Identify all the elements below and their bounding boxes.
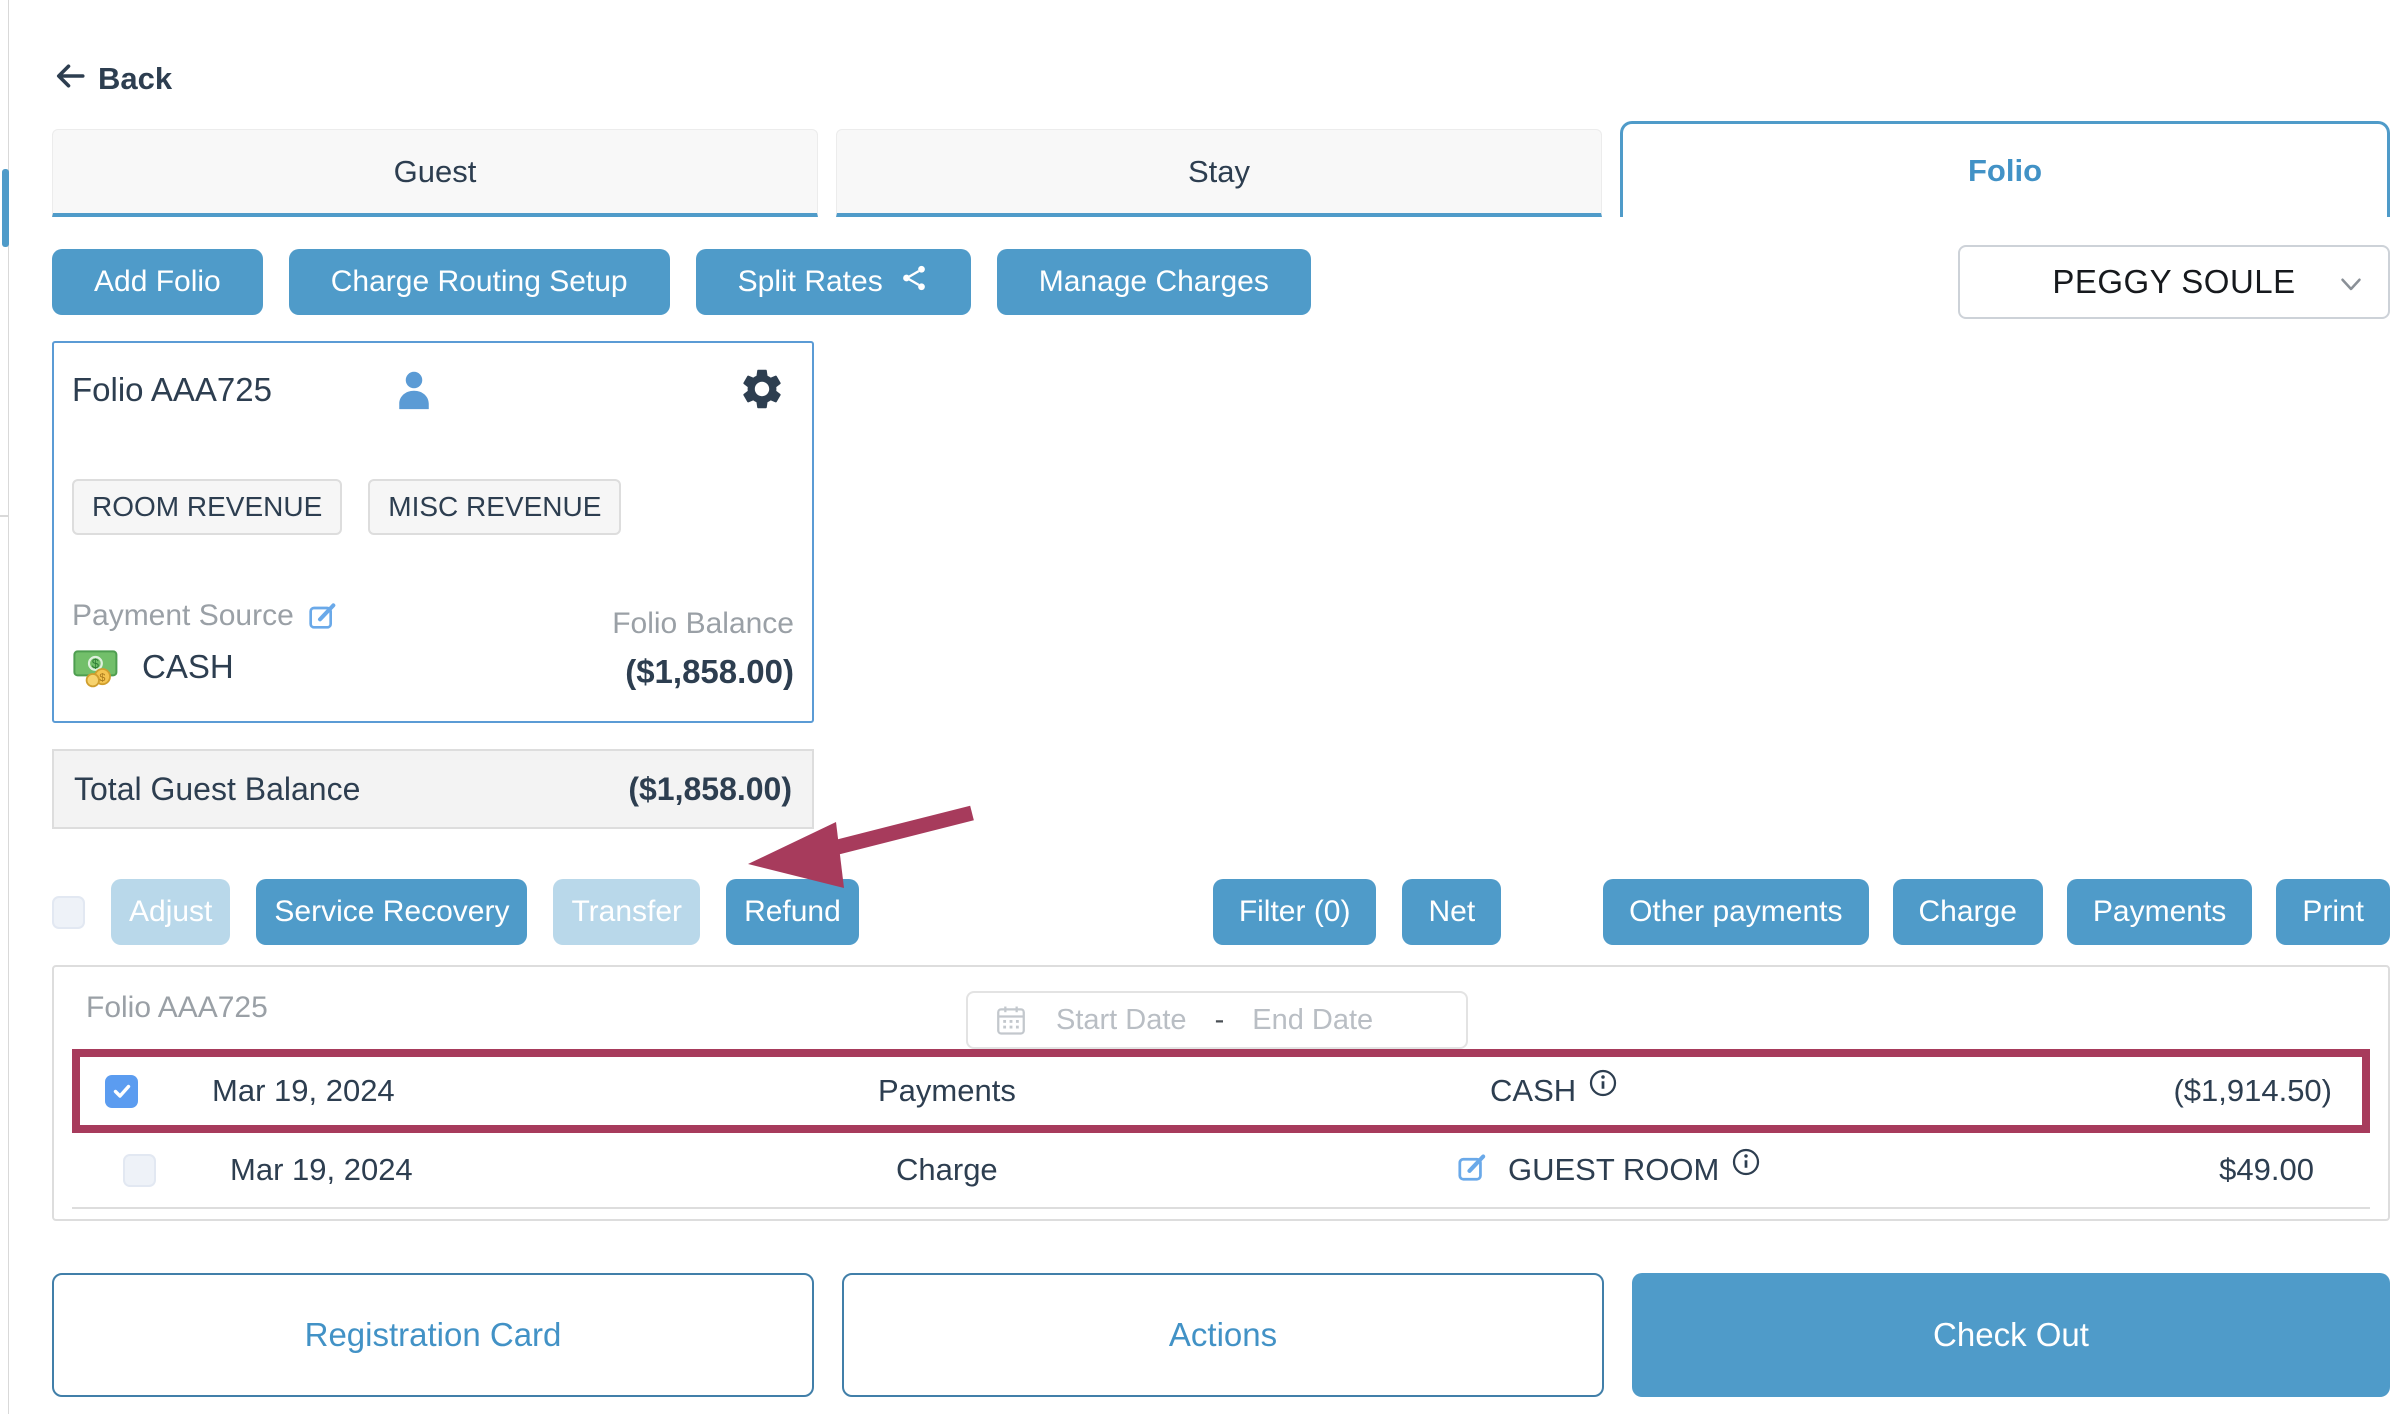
back-button[interactable]: Back	[52, 58, 172, 99]
edit-icon[interactable]	[306, 600, 338, 632]
edit-icon[interactable]	[1455, 1151, 1488, 1184]
svg-text:$: $	[92, 656, 100, 671]
total-guest-balance-value: ($1,858.00)	[628, 770, 792, 807]
transactions-panel: Folio AAA725 Start Date - End Dat	[52, 965, 2390, 1221]
row-date: Mar 19, 2024	[230, 1152, 413, 1187]
check-out-button[interactable]: Check Out	[1632, 1273, 2390, 1397]
print-button[interactable]: Print	[2276, 879, 2390, 945]
detail-tabs: Guest Stay Folio	[52, 121, 2390, 217]
cash-icon: $ $	[72, 643, 120, 691]
folio-balance-label: Folio Balance	[612, 607, 794, 640]
row-type: Charge	[896, 1152, 998, 1187]
panel-left-tick	[0, 515, 8, 517]
back-label: Back	[98, 60, 173, 96]
adjust-button[interactable]: Adjust	[111, 879, 231, 945]
end-date-input[interactable]: End Date	[1252, 1003, 1374, 1036]
panel-content: Back Guest Stay Folio Add Folio Charge R…	[52, 0, 2390, 1397]
tab-guest[interactable]: Guest	[52, 129, 818, 217]
charge-button[interactable]: Charge	[1892, 879, 2043, 945]
row-amount: ($1,914.50)	[2173, 1073, 2332, 1108]
info-icon[interactable]	[1731, 1147, 1761, 1177]
guest-selector[interactable]: PEGGY SOULE	[1958, 245, 2390, 319]
folio-balance-block: Folio Balance ($1,858.00)	[612, 607, 794, 691]
filter-button[interactable]: Filter (0)	[1212, 879, 1377, 945]
calendar-icon	[994, 1003, 1028, 1037]
row-checkbox-checked[interactable]	[105, 1074, 138, 1108]
refund-button[interactable]: Refund	[726, 879, 859, 945]
folio-card-title: Folio AAA725	[72, 371, 272, 408]
info-icon[interactable]	[1588, 1068, 1618, 1098]
payment-source-value: CASH	[142, 648, 234, 685]
guest-selector-value: PEGGY SOULE	[2052, 263, 2296, 300]
select-all-checkbox[interactable]	[52, 895, 85, 929]
chevron-down-icon	[2334, 267, 2368, 301]
tag-room-revenue: ROOM REVENUE	[72, 479, 343, 535]
svg-text:$: $	[99, 672, 105, 684]
net-button[interactable]: Net	[1402, 879, 1502, 945]
tab-folio[interactable]: Folio	[1620, 121, 2390, 217]
charge-routing-setup-button[interactable]: Charge Routing Setup	[288, 249, 670, 315]
date-range-separator: -	[1214, 1003, 1225, 1036]
folio-toolbar: Add Folio Charge Routing Setup Split Rat…	[52, 245, 2390, 319]
registration-card-button[interactable]: Registration Card	[52, 1273, 814, 1397]
table-row-charge[interactable]: Mar 19, 2024 Charge GUEST ROOM	[72, 1133, 2370, 1209]
transactions-rows: Mar 19, 2024 Payments CASH	[54, 1049, 2388, 1209]
folio-card: Folio AAA725 ROOM REVENUE MISC REVENUE	[52, 341, 814, 723]
back-arrow-icon	[52, 58, 88, 99]
guest-person-icon[interactable]	[391, 365, 437, 415]
actions-button[interactable]: Actions	[842, 1273, 1604, 1397]
row-amount: $49.00	[2219, 1152, 2314, 1187]
revenue-tags: ROOM REVENUE MISC REVENUE	[72, 479, 794, 535]
row-description: CASH	[1490, 1073, 1577, 1108]
tag-misc-revenue: MISC REVENUE	[368, 479, 622, 535]
manage-charges-button[interactable]: Manage Charges	[996, 249, 1311, 315]
transfer-button[interactable]: Transfer	[553, 879, 701, 945]
scrollbar-segment[interactable]	[2, 169, 9, 247]
payment-source-block: Payment Source	[72, 599, 338, 691]
right-actions-group: Other payments Charge Payments Print	[1603, 879, 2390, 945]
panel-left-edge	[8, 0, 9, 1414]
table-row-payment[interactable]: Mar 19, 2024 Payments CASH	[72, 1049, 2370, 1133]
split-rates-label: Split Rates	[737, 265, 883, 298]
folio-balance-value: ($1,858.00)	[625, 653, 794, 690]
add-folio-button[interactable]: Add Folio	[52, 249, 263, 315]
service-recovery-button[interactable]: Service Recovery	[256, 879, 528, 945]
row-type: Payments	[878, 1073, 1016, 1108]
row-description: GUEST ROOM	[1508, 1152, 1720, 1187]
share-icon	[899, 263, 929, 301]
payments-button[interactable]: Payments	[2066, 879, 2253, 945]
gear-icon[interactable]	[738, 365, 786, 413]
footer-actions: Registration Card Actions Check Out	[52, 1273, 2390, 1397]
start-date-input[interactable]: Start Date	[1056, 1003, 1187, 1036]
other-payments-button[interactable]: Other payments	[1603, 879, 1869, 945]
payment-source-label: Payment Source	[72, 599, 294, 632]
date-range-picker[interactable]: Start Date - End Date	[966, 991, 1468, 1049]
tab-stay[interactable]: Stay	[836, 129, 1602, 217]
total-guest-balance: Total Guest Balance ($1,858.00)	[52, 749, 814, 829]
total-guest-balance-label: Total Guest Balance	[74, 770, 361, 807]
row-date: Mar 19, 2024	[212, 1073, 395, 1108]
transaction-actions-row: Adjust Service Recovery Transfer Refund …	[52, 879, 2390, 945]
row-checkbox-unchecked[interactable]	[123, 1153, 156, 1187]
transactions-folio-label: Folio AAA725	[86, 991, 268, 1024]
split-rates-button[interactable]: Split Rates	[695, 249, 971, 315]
